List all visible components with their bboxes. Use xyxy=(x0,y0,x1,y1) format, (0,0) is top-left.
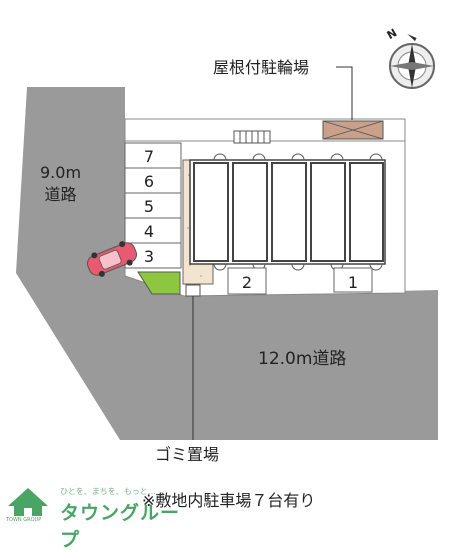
parking-space-2-area xyxy=(227,267,267,295)
garbage-label: ゴミ置場 xyxy=(155,445,220,464)
parking-space-2: 2 xyxy=(242,273,252,292)
house-logo-icon xyxy=(8,488,48,516)
bicycle-parking-label: 屋根付駐輪場 xyxy=(213,58,310,77)
left-parking: 7 6 5 4 3 xyxy=(124,142,182,269)
parking-space-5: 5 xyxy=(144,197,154,216)
parking-space-4: 4 xyxy=(144,222,154,241)
bicycle-shed-leader xyxy=(336,66,353,120)
road-bottom xyxy=(184,290,438,440)
parking-space-7: 7 xyxy=(144,147,154,166)
road-left-width: 9.0m xyxy=(40,163,82,182)
green-planter xyxy=(137,271,181,295)
compass-north-label: N xyxy=(385,26,399,42)
site-plan: 7 6 5 4 3 2 1 xyxy=(16,26,438,440)
compass-icon: N xyxy=(385,26,435,89)
apartment-building xyxy=(189,153,386,271)
brand-mini: TOWN GROUP xyxy=(6,517,42,523)
parking-space-3: 3 xyxy=(144,247,154,266)
brand-name: タウングループ xyxy=(60,502,181,551)
road-left-label: 9.0m 道路 xyxy=(40,162,81,206)
parking-space-6: 6 xyxy=(144,172,154,191)
road-bottom-label: 12.0m道路 xyxy=(258,349,347,369)
brand-tagline: ひとを、まちを、もっと… xyxy=(60,487,156,496)
parking-space-1: 1 xyxy=(348,273,358,292)
car-icon xyxy=(86,241,138,277)
parking-note: ※敷地内駐車場７台有り xyxy=(142,491,316,510)
garbage-box xyxy=(185,284,201,297)
brand-logo: ひとを、まちを、もっと… タウングループ TOWN GROUP xyxy=(4,484,184,551)
road-left-name: 道路 xyxy=(44,185,77,204)
parking-space-1-area xyxy=(333,267,373,293)
